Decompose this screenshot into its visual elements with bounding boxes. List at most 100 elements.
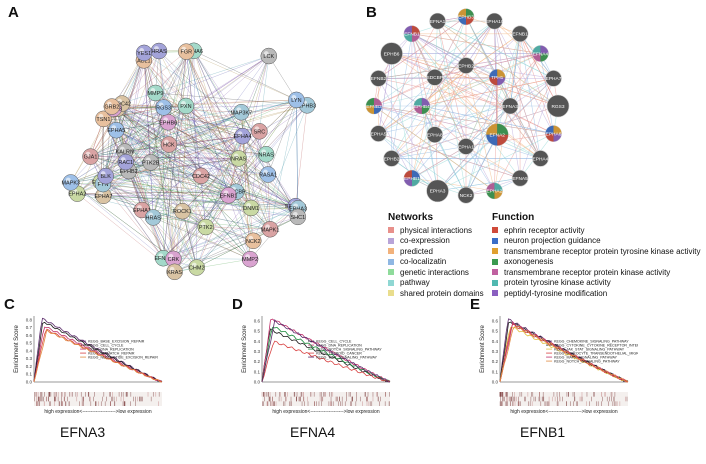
network-edge [185,105,260,132]
node-highlight [254,126,260,132]
network-edge [105,144,170,177]
series-legend-label: KEGG_CELL_CYCLE [316,339,352,343]
legend-label: predicted [400,246,433,256]
gene-node [370,70,387,87]
protein-label: SRC [254,129,266,135]
network-edge [465,53,541,66]
network-edge [391,65,467,159]
protein-label: EPHA4 [234,134,252,140]
y-tick-label: 0.7 [26,325,33,330]
y-tick-label: 0.3 [26,356,33,361]
legend-swatch [492,269,498,276]
series-legend-label: KEGG_DNA_REPLICATION [316,343,362,347]
network-edge [519,33,559,107]
legend-label: shared protein domains [400,288,484,298]
network-edge [173,105,308,259]
node-highlight [246,203,251,208]
network-edge [168,122,251,260]
network-edge [128,170,202,177]
function-wedge [540,45,549,54]
node-highlight [248,235,254,241]
network-edge [465,105,511,147]
gene-node [370,125,387,142]
network-edge [494,20,554,79]
node-highlight [263,169,268,175]
network-edge [168,122,267,155]
protein-label: YES1 [137,51,151,57]
protein-label: MAPK3 [61,180,80,186]
series-legend-label: KEGG_THYROID_CANCER [316,351,362,355]
network-edge [434,77,554,134]
gene-label: EFNA3 [502,104,518,110]
network-edge [90,156,229,196]
gene-node [426,179,449,203]
protein-label: EPHA2 [68,192,86,198]
network-edge [124,99,297,152]
network-edge [163,107,243,137]
network-edge [124,52,145,152]
legend-label: peptidyl-tyrosine modification [504,288,608,298]
function-wedge [466,8,474,17]
node-highlight [237,131,243,137]
network-edge [117,108,164,259]
y-tick-label: 0.4 [26,348,33,353]
series-legend-label: KEGG_LEUKOCYTE_TRANSENDOTHELIAL_MIGRATIO… [554,351,638,355]
gene-label: EFNB2 [371,76,387,82]
node-highlight [100,171,106,176]
gene-node [457,138,475,155]
network-edge [434,21,438,78]
legend-swatch [492,290,498,297]
legend-swatch [492,227,498,234]
function-wedge [497,134,509,146]
network-edge [421,105,554,134]
network-edge [185,50,195,106]
protein-label: MAP3K7 [230,110,252,116]
protein-label: EFNA4 [154,256,172,262]
gene-node [457,57,475,74]
gene-node [511,25,529,43]
protein-label: PTK2 [199,225,213,231]
gene-label: SDCBP [427,75,444,81]
gene-label: EPHA2 [487,189,503,195]
protein-label: RAC1 [118,160,133,166]
network-edge [116,130,237,192]
network-edge [378,20,438,134]
enrichment-curve [33,328,163,383]
function-wedge [458,16,466,25]
network-edges [70,50,308,272]
network-edge [411,33,467,147]
legend-row: co-expression [388,236,484,247]
protein-label: NRAS [259,152,275,158]
enrichment-curve [261,340,391,383]
panel-label-e: E [470,296,481,313]
network-edge [77,193,143,211]
legend-swatch [492,248,498,255]
function-wedge [403,33,412,42]
function-wedge [497,77,506,86]
network-edge [150,162,197,268]
y-tick-label: 0.1 [492,369,499,374]
y-axis-label: Enrichment Score [242,324,248,372]
network-edge [102,175,202,185]
network-edge [378,78,438,192]
y-tick-label: 0.1 [254,369,261,374]
rank-caption: high expression<-------------------->low… [510,409,617,415]
network-edge [153,55,269,218]
network-edge [174,50,195,272]
legend-swatch [388,279,394,286]
protein-label: BLK [100,174,111,180]
legend-label: neuron projection guidance [504,236,601,246]
network-edge [373,105,498,135]
network-edge [102,158,239,185]
network-edge [174,55,269,272]
node-highlight [293,203,299,209]
networks-legend-title: Networks [388,212,434,223]
gene-node [532,150,549,167]
network-edge [158,50,187,107]
network-edge [153,217,251,260]
network-edge [509,53,541,107]
network-edge [465,16,511,107]
node-highlight [154,46,159,51]
enrichment-curve [261,318,391,383]
network-edge [269,99,297,230]
